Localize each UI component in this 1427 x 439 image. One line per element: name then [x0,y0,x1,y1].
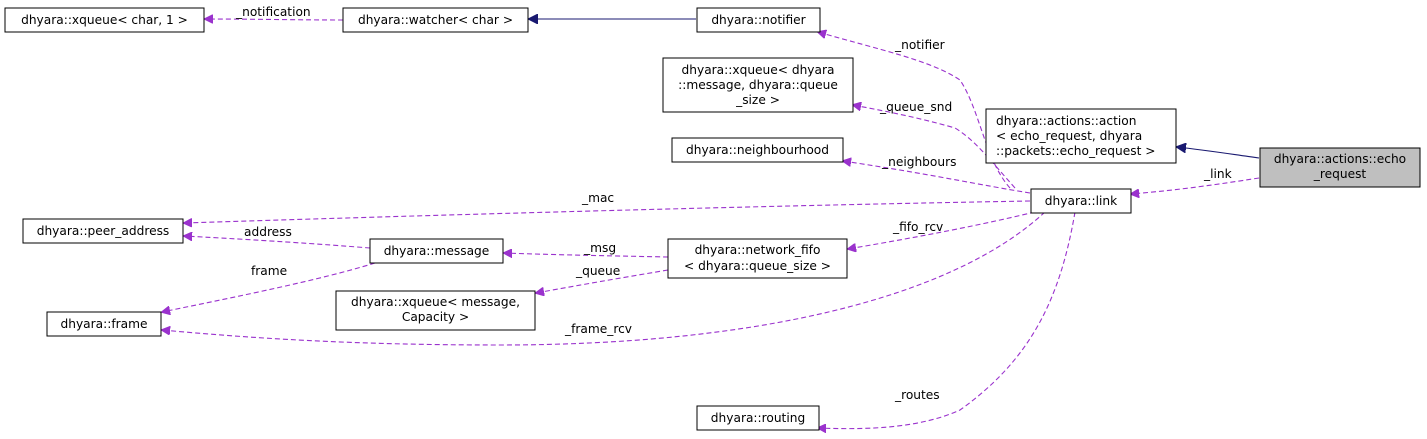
edge-labels: _notification _notifier _queue_snd _neig… [235,5,1233,402]
edge-frame-rcv [162,211,1046,346]
node-action[interactable]: dhyara::actions::action < echo_request, … [985,108,1177,164]
node-neighbourhood[interactable]: dhyara::neighbourhood [671,137,844,163]
node-label-xqueue-message-queue-size-line2: ::message, dhyara::queue [678,78,838,92]
node-label-echo-request-line2: _request [1313,167,1367,181]
node-label-action-line2: < echo_request, dhyara [996,129,1142,143]
node-label-peer-address: dhyara::peer_address [37,224,170,238]
node-label-network-fifo-line2: < dhyara::queue_size > [684,259,831,273]
edge-label-notification: _notification [235,5,311,19]
edge-queue [536,269,669,293]
edges [162,19,1260,429]
edge-fifo-rcv [848,211,1036,249]
node-label-watcher-char: dhyara::watcher< char > [358,13,513,27]
node-routing[interactable]: dhyara::routing [696,405,820,431]
node-label-message: dhyara::message [384,244,490,258]
edge-label-fifo-rcv: _fifo_rcv [892,220,943,234]
edge-label-routes: _routes [894,388,940,402]
edge-address [184,236,371,249]
node-notifier[interactable]: dhyara::notifier [696,7,821,33]
node-link[interactable]: dhyara::link [1030,188,1132,214]
edge-label-queue-snd: _queue_snd [879,100,952,114]
node-peer-address[interactable]: dhyara::peer_address [22,218,184,244]
node-label-action-line3: ::packets::echo_request > [996,144,1155,158]
node-frame[interactable]: dhyara::frame [46,311,162,337]
node-label-xqueue-message-capacity-line1: dhyara::xqueue< message, [351,295,520,309]
node-network-fifo[interactable]: dhyara::network_fifo < dhyara::queue_siz… [667,238,848,279]
edge-notification [205,19,344,20]
node-watcher-char[interactable]: dhyara::watcher< char > [342,7,529,33]
node-label-neighbourhood: dhyara::neighbourhood [686,143,829,157]
node-label-notifier: dhyara::notifier [711,13,806,27]
edge-mac [184,200,1031,223]
node-label-echo-request-line1: dhyara::actions::echo [1274,152,1406,166]
edge-label-frame: frame [251,264,287,278]
edge-routes [818,211,1076,429]
node-label-xqueue-message-queue-size-line3: _size > [735,93,780,107]
node-label-action-line1: dhyara::actions::action [996,114,1136,128]
node-xqueue-char[interactable]: dhyara::xqueue< char, 1 > [4,7,205,33]
node-xqueue-message-queue-size[interactable]: dhyara::xqueue< dhyara ::message, dhyara… [662,57,854,113]
edge-label-link: _link [1203,167,1233,181]
edge-link [1131,177,1260,194]
node-xqueue-message-capacity[interactable]: dhyara::xqueue< message, Capacity > [335,290,536,331]
edge-label-mac: _mac [581,191,614,205]
edge-label-neighbours: _neighbours [881,155,956,169]
edge-label-queue: _queue [575,264,620,278]
edge-echo-request-to-action [1177,147,1260,159]
edge-label-notifier: _notifier [894,38,946,52]
node-message[interactable]: dhyara::message [369,238,504,264]
node-label-xqueue-char: dhyara::xqueue< char, 1 > [21,13,188,27]
node-echo-request[interactable]: dhyara::actions::echo _request [1259,147,1421,188]
edge-neighbours [843,161,1031,194]
edge-label-msg: _msg [583,241,616,255]
node-label-xqueue-message-queue-size-line1: dhyara::xqueue< dhyara [682,63,835,77]
node-label-network-fifo-line1: dhyara::network_fifo [695,243,821,257]
node-label-link: dhyara::link [1045,194,1118,208]
edge-notifier [818,32,1011,189]
edge-label-address: address [244,225,292,239]
edge-label-frame-rcv: _frame_rcv [564,322,632,336]
edge-msg [504,253,669,257]
node-label-routing: dhyara::routing [711,411,805,425]
node-label-frame: dhyara::frame [61,317,148,331]
node-label-xqueue-message-capacity-line2: Capacity > [402,310,469,324]
